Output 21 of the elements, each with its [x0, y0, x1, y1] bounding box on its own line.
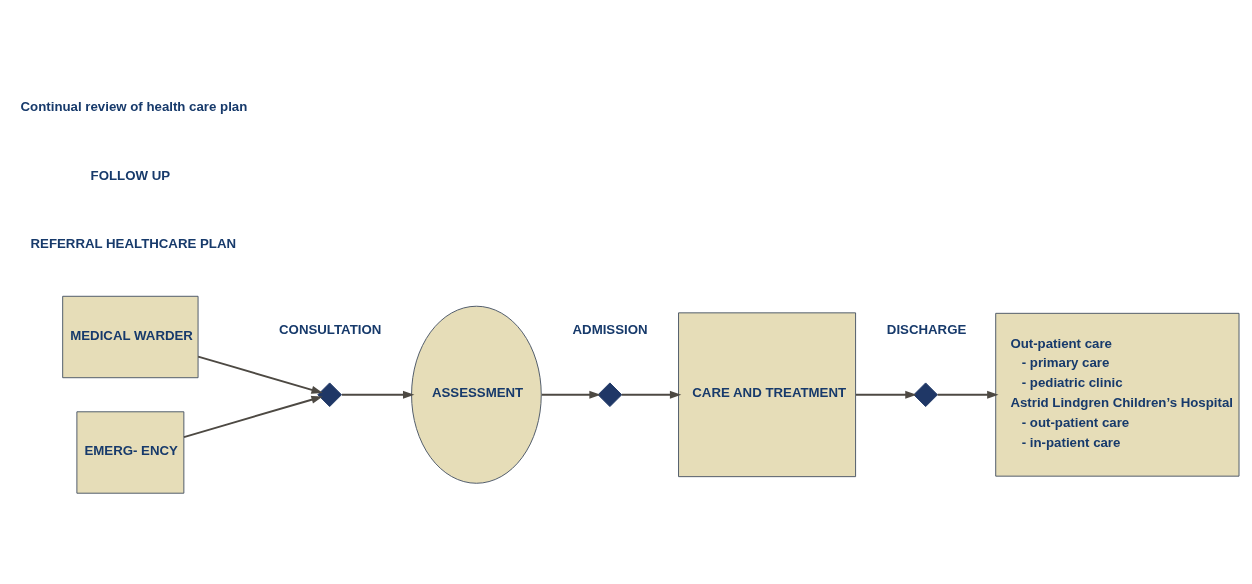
label: FOLLOW UP — [90, 167, 171, 183]
arrow — [620, 390, 682, 399]
arrow — [855, 390, 917, 399]
arrow — [197, 355, 323, 394]
node-ellipse: ASSESSMENT — [411, 305, 542, 484]
node-box: EMERG- ENCY — [76, 410, 185, 494]
node-box: CARE AND TREATMENT — [678, 311, 857, 477]
label: Continual review of health care plan — [20, 98, 248, 114]
arrow — [341, 390, 415, 399]
node-label: ADMISSION — [572, 321, 648, 337]
arrow — [936, 390, 999, 399]
label: REFERRAL HEALTHCARE PLAN — [30, 235, 237, 251]
arrow — [183, 395, 323, 438]
arrow — [540, 390, 601, 399]
node-label: CONSULTATION — [279, 321, 382, 337]
node-box: Out-patient care - primary care - pediatric clinic Astrid Lindgren Children’s Hospital - out-patient care - in-patient care — [995, 312, 1240, 477]
node-diamond — [597, 381, 623, 407]
node-diamond — [317, 381, 342, 407]
node-diamond — [913, 381, 938, 407]
node-label: DISCHARGE — [886, 321, 967, 337]
node-box: MEDICAL WARDER — [62, 295, 199, 378]
